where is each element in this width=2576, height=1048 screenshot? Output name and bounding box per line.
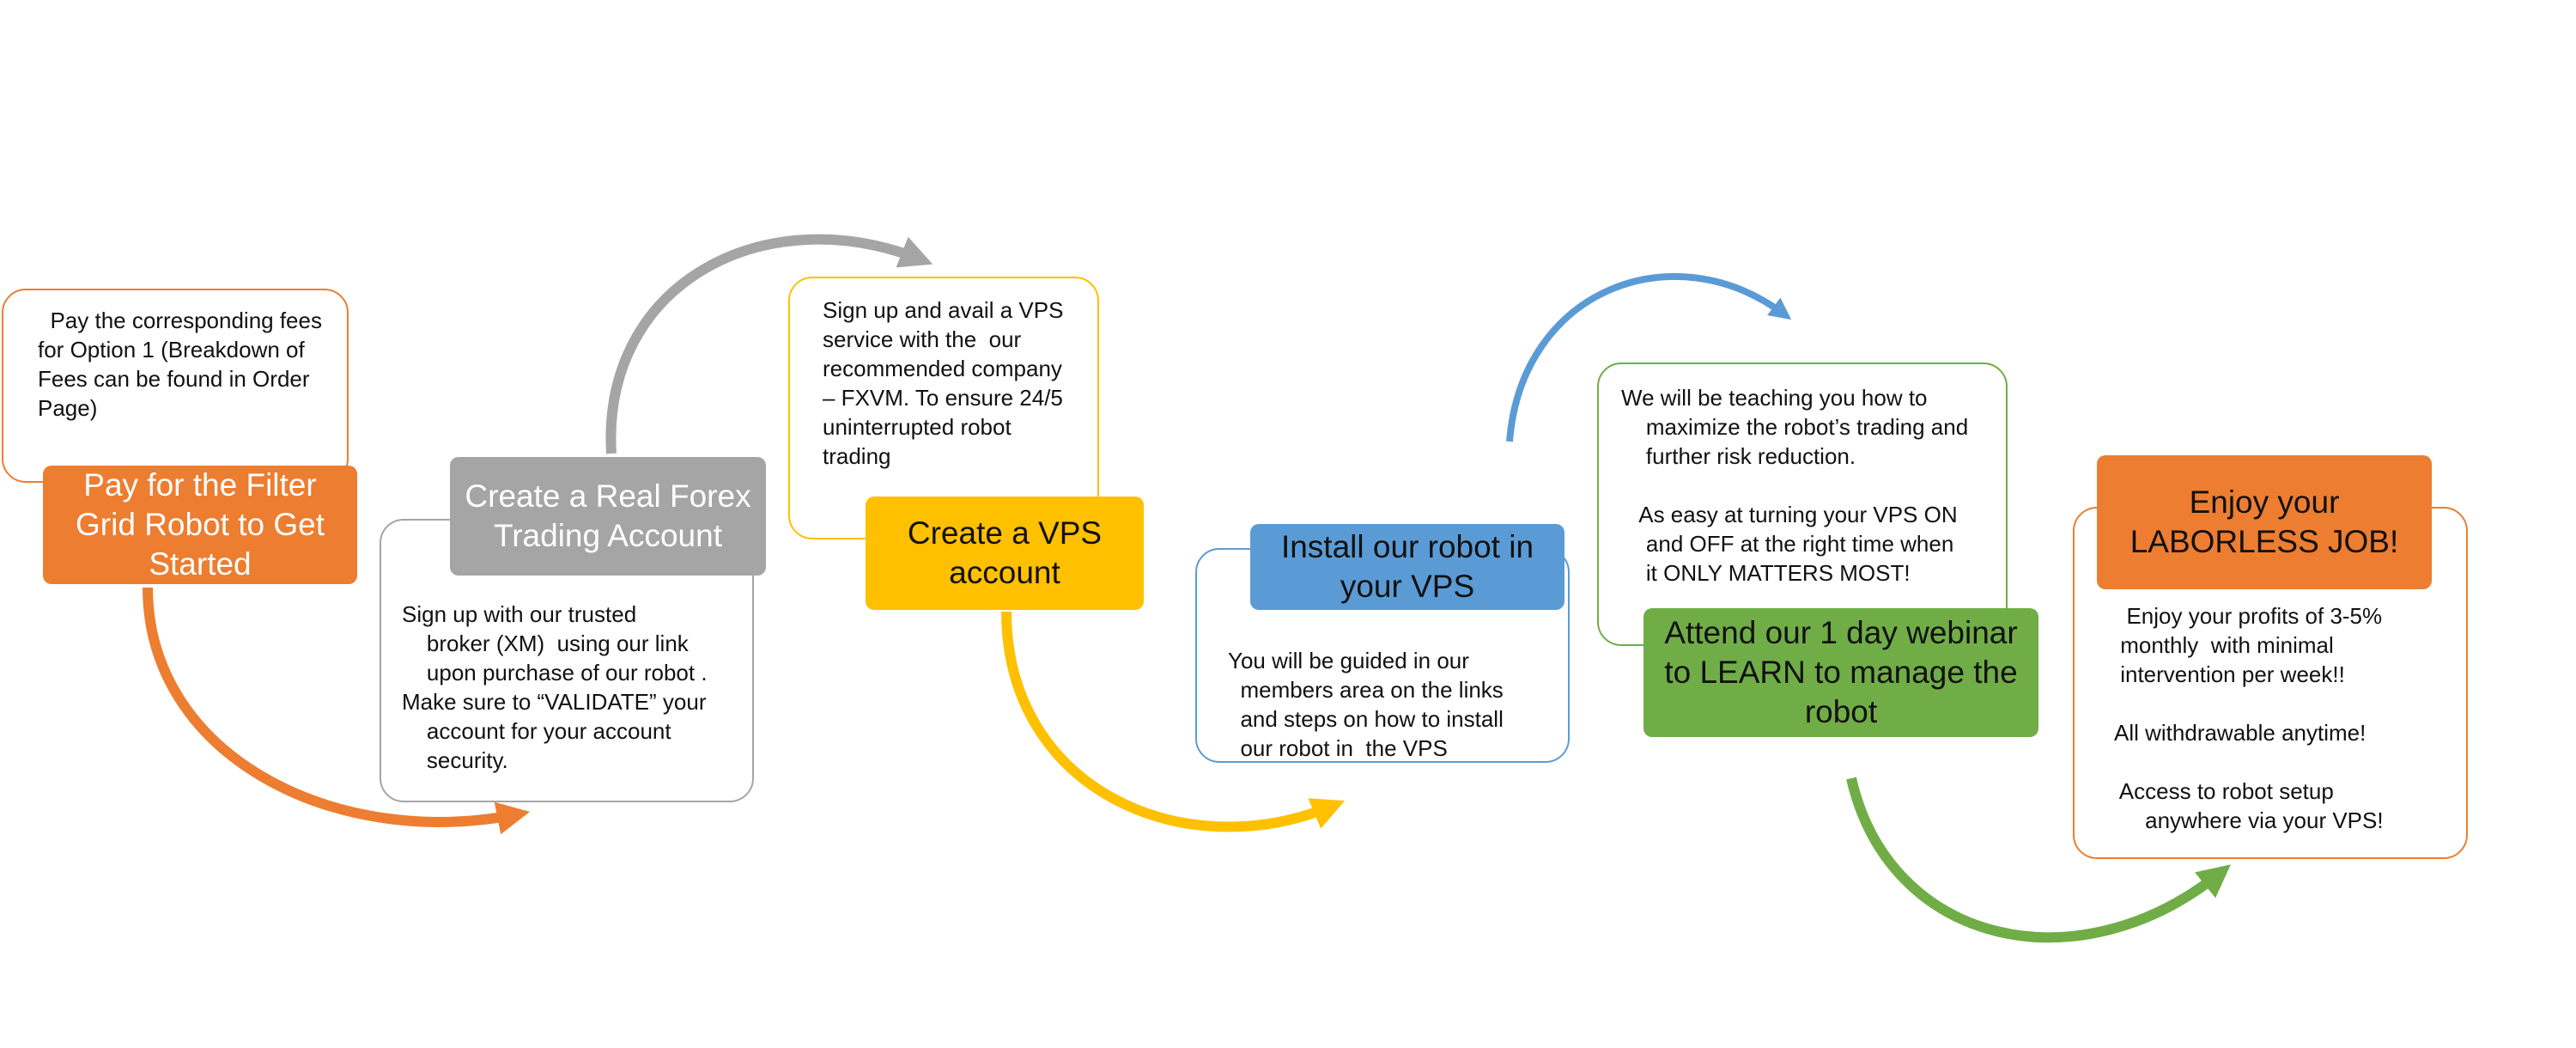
step6-title-box: Enjoy your LABORLESS JOB! <box>2097 455 2432 589</box>
step5-description-line: it ONLY MATTERS MOST! <box>1621 560 1911 586</box>
step3-description-line: service with the our <box>823 326 1022 352</box>
step4-description-line: and steps on how to install <box>1228 706 1504 732</box>
step3-description-line: recommended company <box>823 356 1062 381</box>
step1-title-box: Pay for the Filter Grid Robot to Get Sta… <box>43 466 357 584</box>
step2-title-line: Create a Real Forex <box>465 478 751 514</box>
arrow-step5-to-step6 <box>1846 777 2231 943</box>
step4-description-line: members area on the links <box>1228 677 1504 703</box>
step1-title-line: Started <box>149 546 252 582</box>
step5-description-line: As easy at turning your VPS ON <box>1621 502 1958 527</box>
step6-description-line: Access to robot setup <box>2114 778 2334 804</box>
step4-description-line: You will be guided in our <box>1228 648 1469 673</box>
step6-description-line: monthly with minimal <box>2114 632 2334 658</box>
step5-description-box: We will be teaching you how to maximize … <box>1597 363 2008 646</box>
step3-title-box: Create a VPS account <box>866 497 1144 610</box>
step6-description-spacer <box>2114 747 2466 777</box>
step5-title-box: Attend our 1 day webinar to LEARN to man… <box>1643 608 2038 737</box>
step3-title-line: Create a VPS <box>907 515 1103 551</box>
arrow-step2-to-step3 <box>605 234 933 454</box>
step2-description-line: Sign up with our trusted <box>402 601 637 627</box>
step1-description-box: Pay the corresponding fees for Option 1 … <box>2 289 349 483</box>
step2-title-line: Trading Account <box>493 518 722 553</box>
step1-description-line: Pay the corresponding fees <box>38 308 322 333</box>
arrow-step4-to-step5 <box>1506 272 1792 442</box>
step5-description-spacer <box>1621 471 2006 500</box>
step2-title-box: Create a Real Forex Trading Account <box>450 457 766 576</box>
step3-description-line: – FXVM. To ensure 24/5 <box>823 385 1063 411</box>
step1-description-line: for Option 1 (Breakdown of <box>38 337 305 363</box>
arrow-step1-to-step2 <box>143 587 531 835</box>
step1-title-line: Pay for the Filter <box>83 467 317 503</box>
step6-description-line: anywhere via your VPS! <box>2114 807 2384 833</box>
step6-description-line: Enjoy your profits of 3-5% <box>2114 603 2383 629</box>
step6-title-line: Enjoy your <box>2189 484 2340 520</box>
step2-description-line: Make sure to “VALIDATE” your <box>402 689 707 715</box>
step5-description-line: and OFF at the right time when <box>1621 531 1954 557</box>
step6-description-line: All withdrawable anytime! <box>2114 720 2366 746</box>
step3-description-line: Sign up and avail a VPS <box>823 297 1064 323</box>
step5-title-line: robot <box>1804 694 1878 729</box>
step5-description-line: maximize the robot’s trading and <box>1621 414 1969 440</box>
step5-description-line: We will be teaching you how to <box>1621 385 1928 411</box>
step3-description-line: uninterrupted robot <box>823 414 1012 440</box>
step5-title-line: to LEARN to manage the <box>1664 655 2018 690</box>
arrow-step3-to-step4 <box>1001 611 1346 832</box>
step4-description-line: our robot in the VPS <box>1228 735 1448 761</box>
step1-description-line: Fees can be found in Order <box>38 366 310 392</box>
step4-title-line: your VPS <box>1340 569 1475 604</box>
step2-description-line: security. <box>402 747 508 773</box>
step6-description-line: intervention per week!! <box>2114 661 2345 687</box>
step5-description-line: further risk reduction. <box>1621 443 1856 469</box>
step3-description-box: Sign up and avail a VPS service with the… <box>788 277 1099 539</box>
step2-description-line: account for your account <box>402 718 671 744</box>
step1-title-line: Grid Robot to Get <box>76 507 325 542</box>
step6-description-spacer <box>2114 689 2466 718</box>
step2-description-line: broker (XM) using our link <box>402 631 689 656</box>
step4-title-box: Install our robot in your VPS <box>1250 524 1564 610</box>
step6-title-line: LABORLESS JOB! <box>2129 524 2399 559</box>
step1-description-line: Page) <box>38 395 98 421</box>
step5-title-line: Attend our 1 day webinar <box>1664 615 2018 650</box>
step4-title-line: Install our robot in <box>1280 529 1534 564</box>
step3-title-line: account <box>949 555 1060 590</box>
step3-description-line: trading <box>823 443 891 469</box>
step2-description-line: upon purchase of our robot . <box>402 660 708 685</box>
